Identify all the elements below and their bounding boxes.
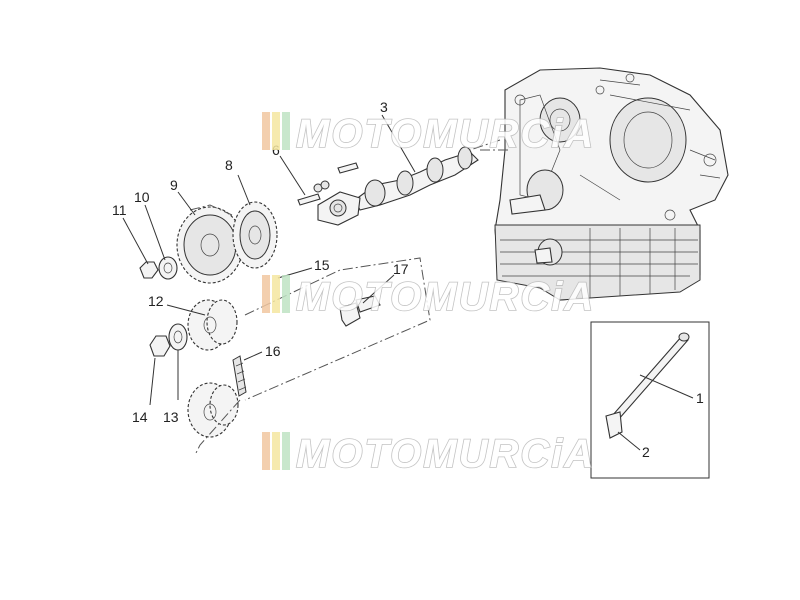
dowel-pin bbox=[337, 162, 359, 174]
callout-14: 14 bbox=[132, 409, 148, 425]
watermark-top: MOTOMURCiA bbox=[262, 111, 595, 157]
callout-13: 13 bbox=[163, 409, 179, 425]
camshaft-flange bbox=[297, 180, 361, 226]
engine-crankcase bbox=[494, 67, 729, 301]
callout-17: 17 bbox=[393, 261, 409, 277]
callout-16: 16 bbox=[265, 343, 281, 359]
gear-medium bbox=[232, 201, 278, 269]
camshaft bbox=[354, 146, 479, 211]
callout-12: 12 bbox=[148, 293, 164, 309]
callout-3: 3 bbox=[380, 99, 388, 115]
washer-10 bbox=[158, 256, 178, 280]
callout-2: 2 bbox=[642, 444, 650, 460]
nut-14 bbox=[149, 335, 171, 357]
washer-13 bbox=[168, 323, 188, 351]
callout-11: 11 bbox=[112, 202, 127, 218]
callout-labels: 1 2 3 6 8 9 10 11 12 13 14 15 16 17 bbox=[112, 99, 704, 460]
watermark-text-top: MOTOMURCiA bbox=[296, 112, 595, 156]
callout-1: 1 bbox=[696, 390, 704, 406]
watermark-middle: MOTOMURCiA bbox=[262, 274, 595, 320]
inset-box bbox=[590, 321, 710, 479]
watermark-bottom: MOTOMURCiA bbox=[262, 431, 595, 477]
callout-10: 10 bbox=[134, 189, 150, 205]
nut-11 bbox=[139, 261, 159, 279]
gear-large bbox=[176, 206, 244, 284]
gear-lower bbox=[187, 382, 239, 438]
watermark-text-middle: MOTOMURCiA bbox=[296, 275, 595, 319]
callout-15: 15 bbox=[314, 257, 330, 273]
gear-double bbox=[187, 299, 238, 351]
callout-8: 8 bbox=[225, 157, 233, 173]
chain-tensioner bbox=[339, 295, 381, 327]
leader-lines bbox=[122, 114, 694, 451]
watermark-text-bottom: MOTOMURCiA bbox=[296, 432, 595, 476]
callout-9: 9 bbox=[170, 177, 178, 193]
timing-chain bbox=[232, 355, 247, 397]
assembly-outline bbox=[189, 139, 510, 456]
